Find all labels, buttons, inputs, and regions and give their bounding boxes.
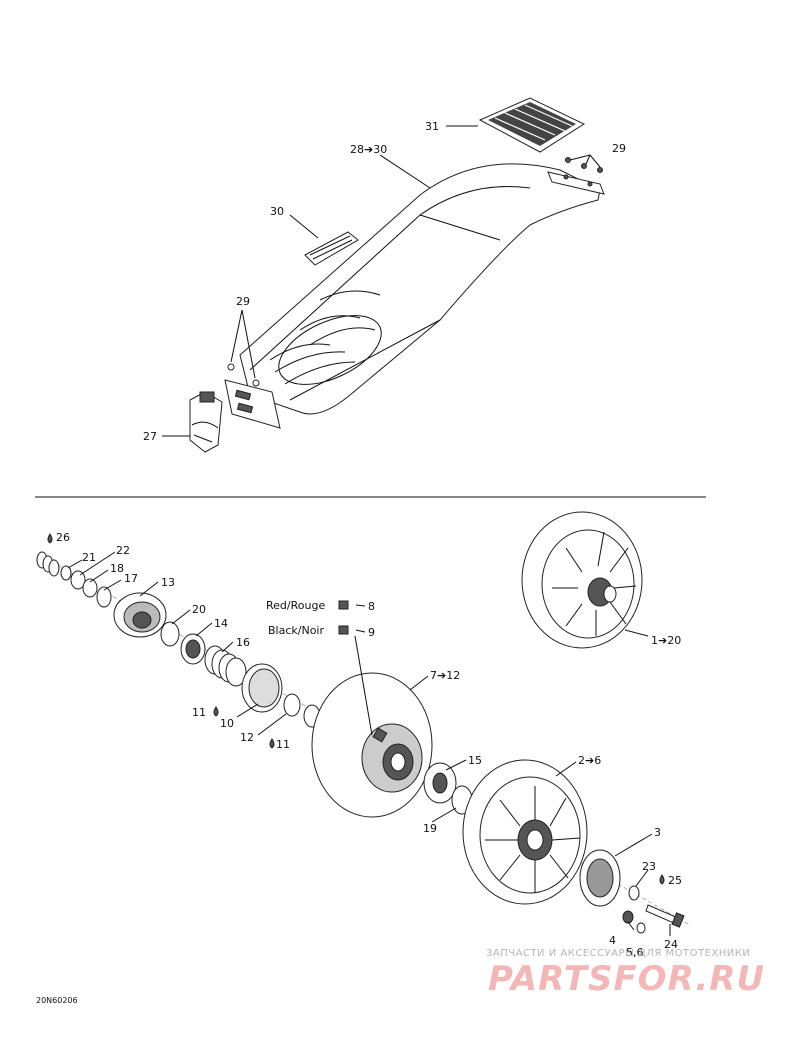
fixed-sheave (462, 759, 588, 905)
callout-29-left: 29 (236, 295, 250, 308)
driven-pulley-exploded (36, 533, 691, 934)
callout-23: 23 (642, 860, 656, 873)
leader-lines-bottom (67, 551, 671, 936)
callout-27: 27 (143, 430, 157, 443)
callout-17: 17 (124, 572, 138, 585)
callout-15: 15 (468, 754, 482, 767)
callout-13: 13 (161, 576, 175, 589)
callout-2-6: 2➔6 (578, 754, 601, 767)
sleeve-10 (241, 663, 283, 713)
callout-31: 31 (425, 120, 439, 133)
assembled-driven-pulley (521, 511, 643, 649)
cam-plate-3 (579, 849, 621, 907)
callout-10: 10 (220, 717, 234, 730)
belt-guard-body (239, 163, 605, 415)
callout-18: 18 (110, 562, 124, 575)
legend-red-number: 8 (368, 600, 375, 613)
coil-26 (36, 551, 60, 577)
callout-24: 24 (664, 938, 678, 951)
callout-11-b: 11 (276, 738, 290, 751)
belt-guard-group (189, 97, 605, 453)
legend-red-label: Red/Rouge (266, 599, 325, 612)
callout-20: 20 (192, 603, 206, 616)
callout-14: 14 (214, 617, 228, 630)
legend-black-number: 9 (368, 626, 375, 639)
legend-black-label: Black/Noir (268, 624, 324, 637)
spring-16 (204, 645, 247, 687)
sliding-sheave (311, 672, 433, 818)
callout-1-20: 1➔20 (651, 634, 681, 647)
callout-26: 26 (56, 531, 70, 544)
callout-30: 30 (270, 205, 284, 218)
callout-19: 19 (423, 822, 437, 835)
callout-3: 3 (654, 826, 661, 839)
drawing-code: 20N60206 (36, 996, 78, 1005)
cam-13 (113, 592, 167, 638)
watermark-line1: ЗАПЧАСТИ И АКСЕССУАРЫ ДЛЯ МОТОТЕХНИКИ (486, 948, 750, 959)
callout-12: 12 (240, 731, 254, 744)
bushing-14 (180, 633, 206, 665)
callout-11-a: 11 (192, 706, 206, 719)
clip-27 (189, 391, 223, 453)
callout-5-6: 5,6 (626, 946, 644, 959)
callout-7-12: 7➔12 (430, 669, 460, 682)
washer-15 (423, 762, 457, 804)
callout-25: 25 (668, 874, 682, 887)
callout-22: 22 (116, 544, 130, 557)
left-bracket-plate (224, 363, 281, 429)
bolt-24 (645, 904, 685, 928)
decal-31 (478, 97, 586, 153)
decal-30 (304, 231, 359, 266)
callout-21: 21 (82, 551, 96, 564)
callout-4: 4 (609, 934, 616, 947)
callout-28-30: 28➔30 (350, 143, 387, 156)
leader-lines-top (162, 125, 601, 437)
callout-16: 16 (236, 636, 250, 649)
callout-29-top: 29 (612, 142, 626, 155)
watermark-logo: PARTSFOR.RU (488, 959, 765, 999)
